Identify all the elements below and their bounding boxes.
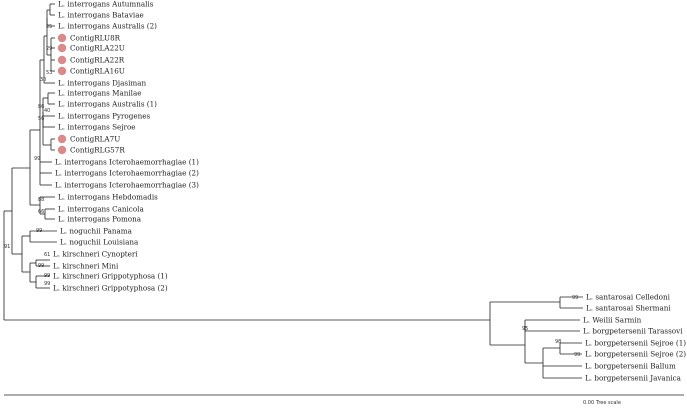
support-value: 99 [38,263,44,269]
taxon-label: L. interrogans Bataviae [58,11,144,20]
taxon-label: L. borgpetersenii Javanica [585,374,682,383]
support-value: 91 [4,244,10,250]
taxon-label: L. santarosai Celledoni [586,293,671,302]
taxon-label: L. kirschneri Grippotyphosa (1) [53,272,168,281]
taxon-label: L. Weilii Sarmin [583,316,642,325]
support-value: 99 [574,352,580,358]
taxon-labels: L. interrogans Autumnalis L. interrogans … [53,0,686,383]
support-value: 95 [522,326,528,332]
support-value: 99 [36,228,42,234]
support-value: 99 [44,281,50,287]
support-value: 99 [34,156,40,162]
taxon-label: L. santarosai Shermani [586,304,671,313]
support-value: 99 [44,273,50,279]
contig-marker-dot [57,43,67,53]
support-value: 66 [38,209,44,215]
taxon-label: L. interrogans Pyrogenes [58,112,150,121]
taxon-label: L. interrogans Manilae [58,89,142,98]
contig-label: ContigRLA7U [70,135,120,144]
contig-markers [57,33,67,155]
taxon-label: L. interrogans Australis (1) [58,100,157,109]
taxon-label: L. kirschneri Mini [53,262,119,271]
taxon-label: L. interrogans Australis (2) [58,22,157,31]
contig-marker-dot [57,66,67,76]
contig-marker-dot [57,134,67,144]
taxon-label: L. noguchii Louisiana [60,238,139,247]
taxon-label: L. kirschneri Cynopteri [53,250,138,259]
taxon-label: L. interrogans Djasiman [58,79,146,88]
support-value: 25 [46,24,52,30]
taxon-label: L. interrogans Sejroe [58,123,136,132]
taxon-label: L. borgpetersenii Ballum [585,362,676,371]
taxon-label: L. interrogans Icterohaemorrhagiae (2) [55,169,199,178]
scale-bar-label: Tree scale [595,400,621,406]
contig-label: ContigRLU8R [70,34,121,43]
contig-marker-dot [57,33,67,43]
support-value: 61 [44,252,50,258]
support-value: 56 [38,116,44,122]
contig-label: ContigRLA22R [70,56,125,65]
tree-branches [3,3,583,379]
taxon-label: L. borgpetersenii Tarassovi [583,327,683,336]
contig-label: ContigRLA22U [70,44,125,53]
taxon-label: L. borgpetersenii Sejroe (2) [585,350,686,359]
support-value: 40 [44,108,50,114]
taxon-label: L. noguchii Panama [60,227,133,236]
support-value: 88 [38,197,44,203]
support-value: 99 [572,295,578,301]
taxon-label: L. interrogans Autumnalis [58,0,154,9]
contig-marker-dot [57,145,67,155]
scale-bar: 0.00 Tree scale [4,394,684,406]
taxon-label: L. borgpetersenii Sejroe (1) [585,339,686,348]
support-value: 29 [46,46,52,52]
scale-bar-value: 0.00 [583,400,594,406]
contig-marker-dot [57,55,67,65]
taxon-label: L. interrogans Hebdomadis [58,193,158,202]
support-value: 30 [40,77,46,83]
taxon-label: L. interrogans Icterohaemorrhagiae (3) [55,181,199,190]
taxon-label: L. interrogans Pomona [58,215,142,224]
taxon-label: L. kirschneri Grippotyphosa (2) [53,284,168,293]
contig-label: ContigRLG57R [70,146,125,155]
support-value: 98 [555,339,561,345]
contig-label: ContigRLA16U [70,67,125,76]
support-value: 53 [46,70,52,76]
taxon-label: L. interrogans Icterohaemorrhagiae (1) [55,158,199,167]
taxon-label: L. interrogans Canicola [58,205,144,214]
support-value: 86 [38,104,44,110]
